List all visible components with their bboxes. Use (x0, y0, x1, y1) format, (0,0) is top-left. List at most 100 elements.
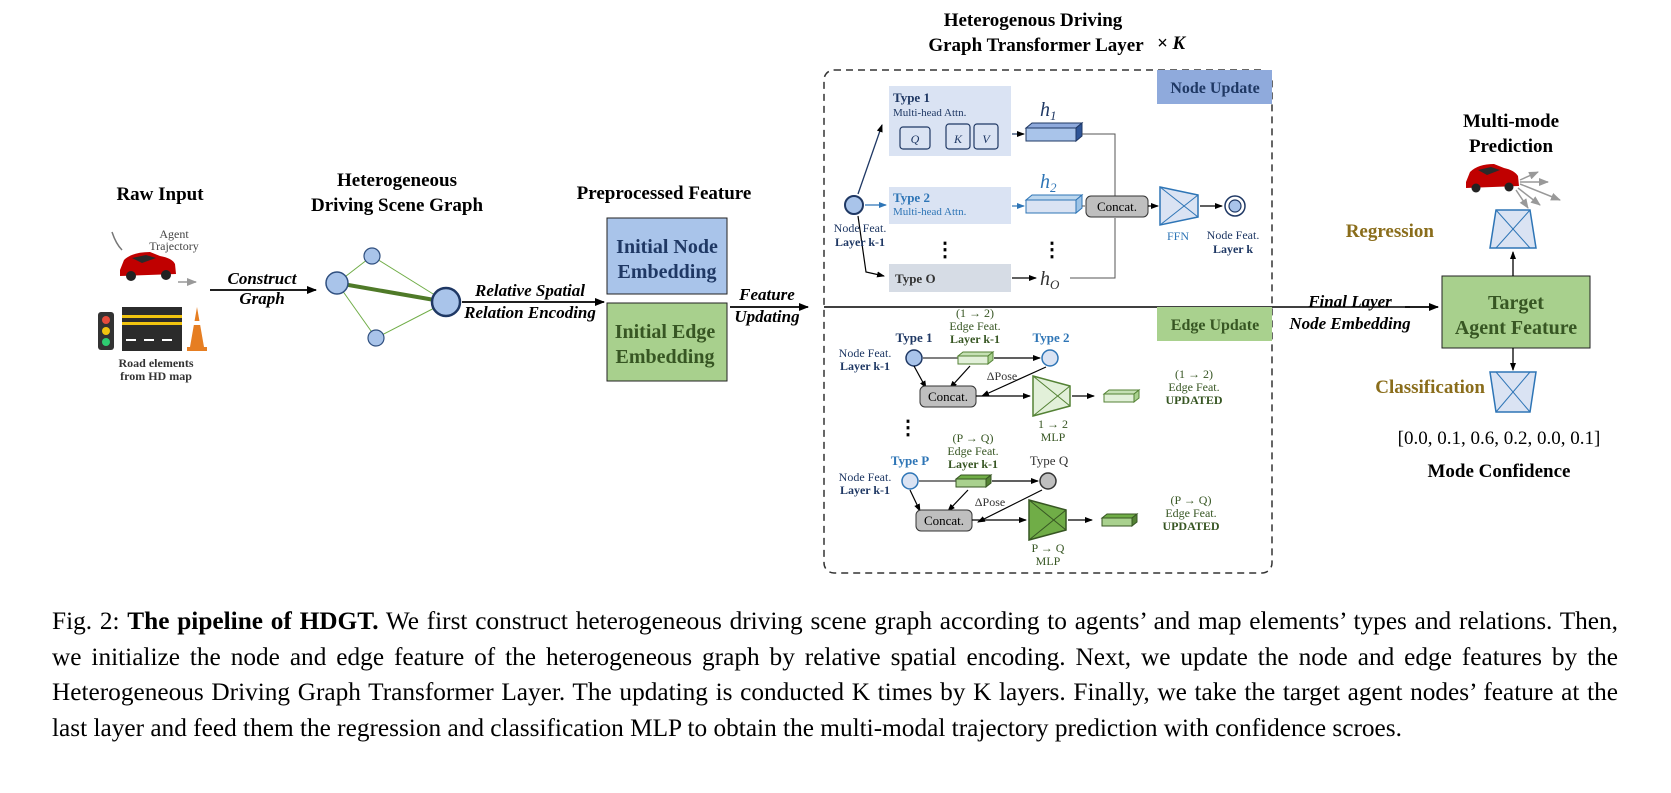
type2-label: Type 2 (893, 190, 930, 205)
q-label: Q (911, 132, 920, 146)
edge-row1-updated-label-1: (1 → 2) (1175, 367, 1213, 381)
edge-row1-type1-node (905, 349, 923, 367)
node-feat-output-outer (1224, 195, 1246, 217)
type-o-label: Type O (895, 271, 936, 286)
h1-feature-block (1024, 121, 1084, 143)
initial-edge-embedding-label-1: Initial Edge (615, 321, 716, 343)
feature-updating-label-1: Feature (738, 285, 795, 304)
node-feat-output-inner (1228, 199, 1242, 213)
node-concat-label: Concat. (1097, 199, 1137, 214)
node-feat-input-circle (844, 195, 864, 215)
edge-row2-concat-label: Concat. (924, 513, 964, 528)
ffn-label: FFN (1167, 229, 1189, 243)
scene-graph-title-1: Heterogeneous (337, 170, 457, 191)
traffic-cone-icon (187, 307, 207, 351)
edge-row2-updated-label-3: UPDATED (1162, 519, 1219, 533)
edge-row2-nodefeat-2: Layer k-1 (840, 483, 890, 497)
classification-mlp-block (1489, 371, 1537, 413)
edge-row1-edge-label-1: (1 → 2) (956, 306, 994, 320)
multimode-title-1: Multi-mode (1463, 111, 1559, 132)
input-to-typeo-arrow (857, 215, 885, 278)
edge-row2-typep-to-concat (909, 489, 921, 512)
edge-row2-updated-label-2: Edge Feat. (1165, 506, 1216, 520)
edge-row2-feature-block (954, 473, 993, 489)
h1-label: h1 (1040, 99, 1057, 123)
initial-node-embedding-box (606, 217, 728, 295)
edge-row2-typep-label: Type P (891, 453, 929, 468)
red-car-icon (120, 252, 176, 281)
edge-row1-edge-to-concat (949, 365, 971, 389)
edge-row2-typep-node (901, 472, 919, 490)
final-layer-label-2: Node Embedding (1288, 314, 1411, 333)
figure-caption: Fig. 2: The pipeline of HDGT. We first c… (52, 604, 1618, 746)
edge-row1-updated-label-2: Edge Feat. (1168, 380, 1219, 394)
edge-row2-updated-block (1100, 512, 1139, 528)
times-k-label: × K (1157, 33, 1187, 54)
classification-label: Classification (1375, 377, 1485, 398)
initial-edge-embedding-label-2: Embedding (616, 346, 715, 368)
target-label-1: Target (1488, 292, 1544, 314)
input-to-type1-arrow (857, 124, 883, 195)
edge-row2-mlp-block (1028, 499, 1067, 541)
type1-label: Type 1 (893, 90, 930, 105)
node-update-tag (1157, 70, 1272, 104)
confidence-values: [0.0, 0.1, 0.6, 0.2, 0.0, 0.1] (1398, 428, 1601, 449)
preprocessed-title: Preprocessed Feature (577, 183, 752, 204)
construct-graph-label-2: Graph (239, 289, 284, 308)
edge-row2-edge-label-3: Layer k-1 (948, 457, 998, 471)
scene-graph-title-2: Driving Scene Graph (311, 195, 483, 216)
edge-update-label: Edge Update (1171, 317, 1259, 334)
edge-dots: ⋮ (898, 417, 918, 439)
edge-row1-updated-block (1102, 388, 1141, 404)
relative-spatial-label-1: Relative Spatial (474, 281, 585, 300)
regression-label: Regression (1346, 221, 1435, 242)
edge-row1-type1-label: Type 1 (896, 330, 933, 345)
multimode-title-2: Prediction (1469, 136, 1554, 157)
agent-trajectory-label-2: Trajectory (149, 239, 199, 253)
hdgt-pipeline-diagram: Raw Input Agent Trajectory Road elements… (98, 10, 1601, 574)
scene-graph (325, 247, 462, 347)
relative-spatial-label-2: Relation Encoding (463, 303, 596, 322)
h1-to-concat-line (1082, 133, 1116, 196)
construct-graph-label-1: Construct (228, 269, 298, 288)
agent-trajectory-label-1: Agent (159, 227, 189, 241)
type1-attn-label: Multi-head Attn. (893, 107, 967, 119)
mode-confidence-label: Mode Confidence (1427, 461, 1570, 482)
edge-row1-type2-label: Type 2 (1033, 330, 1070, 345)
road-elements-label-1: Road elements (119, 356, 194, 370)
edge-row2-mlp-label-1: P → Q (1032, 541, 1065, 555)
edge-row2-nodefeat-1: Node Feat. (839, 470, 892, 484)
node-feat-out-label-2: Layer k (1213, 242, 1253, 256)
traffic-light-icon (98, 312, 114, 350)
raw-input-title: Raw Input (116, 184, 204, 205)
target-label-2: Agent Feature (1455, 317, 1577, 339)
h2-feature-block (1024, 193, 1084, 215)
node-update-label: Node Update (1170, 80, 1259, 97)
edge-row1-type2-to-concat (981, 366, 1047, 397)
edge-row2-typeq-node (1039, 472, 1057, 490)
edge-row2-typeq-to-concat (977, 489, 1043, 523)
final-layer-label-1: Final Layer (1307, 292, 1392, 311)
initial-edge-embedding-box (606, 302, 728, 382)
caption-title: The pipeline of HDGT. (127, 607, 379, 635)
edge-row1-concat-label: Concat. (928, 389, 968, 404)
edge-row1-type1-to-concat (913, 365, 927, 389)
edge-row2-edge-label-2: Edge Feat. (947, 444, 998, 458)
node-feat-in-label-1: Node Feat. (834, 221, 887, 235)
h-dots: ⋮ (1042, 239, 1062, 261)
edge-row2-edge-to-concat (947, 489, 969, 512)
edge-row2-edge-label-1: (P → Q) (953, 431, 994, 445)
edge-row1-updated-label-3: UPDATED (1165, 393, 1222, 407)
type2-attn-box (889, 187, 1011, 224)
edge-row1-feature-block (956, 350, 995, 366)
edge-row1-delta-pose: ΔPose (987, 369, 1017, 383)
target-agent-feature-box (1441, 275, 1591, 349)
node-feat-out-label-1: Node Feat. (1207, 228, 1260, 242)
edge-update-tag (1157, 307, 1272, 341)
v-label: V (982, 132, 991, 146)
k-label: K (953, 132, 963, 146)
road-elements-label-2: from HD map (120, 369, 192, 383)
edge-row1-edge-label-3: Layer k-1 (950, 332, 1000, 346)
edge-row1-nodefeat-2: Layer k-1 (840, 359, 890, 373)
caption-prefix: Fig. 2: (52, 607, 128, 635)
